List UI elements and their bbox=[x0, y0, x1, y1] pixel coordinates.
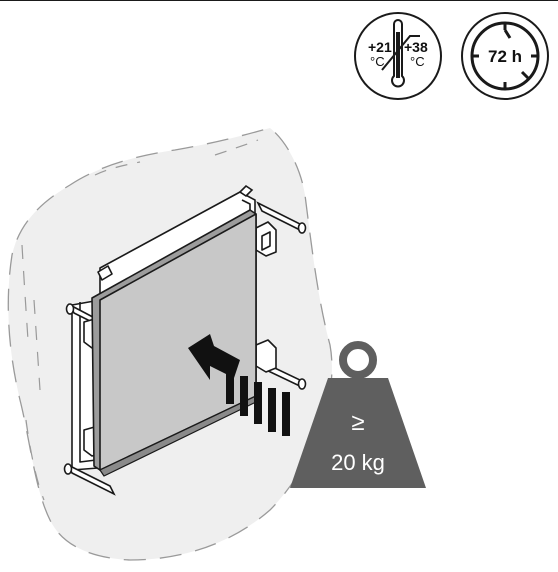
pin-top-right-end bbox=[297, 222, 307, 234]
clock-icon bbox=[470, 21, 540, 91]
weight-value: 20 kg bbox=[331, 450, 385, 475]
temp-min-unit: °C bbox=[370, 54, 385, 69]
temp-max-unit: °C bbox=[410, 54, 425, 69]
temp-min-label: +21 bbox=[368, 39, 392, 55]
pin-top-top bbox=[238, 184, 254, 198]
time-badge: 72 h bbox=[461, 12, 549, 100]
top-border bbox=[0, 0, 558, 1]
time-label: 72 h bbox=[488, 47, 522, 66]
pin-bottom-right-end bbox=[297, 378, 307, 390]
pin-bottom-left-end bbox=[63, 463, 73, 475]
thermometer-icon bbox=[381, 19, 420, 88]
temperature-badge: +21 °C +38 °C bbox=[354, 12, 442, 100]
panel bbox=[91, 209, 257, 477]
temp-max-label: +38 bbox=[404, 39, 428, 55]
press-arrow bbox=[188, 334, 290, 436]
pin-top-left-end bbox=[65, 303, 75, 315]
weight-icon: ≥ 20 kg bbox=[290, 341, 426, 488]
weight-symbol: ≥ bbox=[351, 409, 364, 436]
